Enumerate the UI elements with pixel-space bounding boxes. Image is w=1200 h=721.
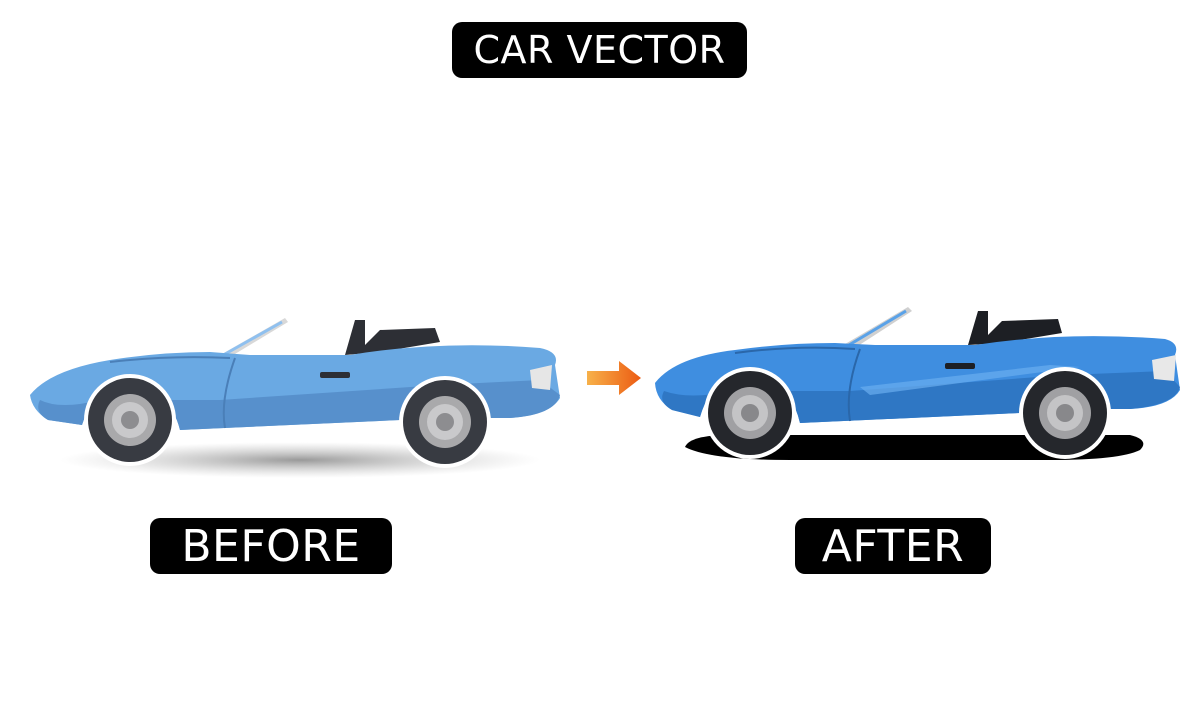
before-label-text: BEFORE	[181, 520, 361, 572]
after-label-text: AFTER	[821, 520, 965, 572]
arrow-right-icon	[587, 361, 641, 395]
before-car-image	[30, 318, 560, 478]
after-car-image	[655, 307, 1180, 460]
page-title-label: CAR VECTOR	[473, 28, 726, 72]
page-title: CAR VECTOR	[452, 22, 747, 78]
after-label: AFTER	[795, 518, 991, 574]
before-label: BEFORE	[150, 518, 392, 574]
